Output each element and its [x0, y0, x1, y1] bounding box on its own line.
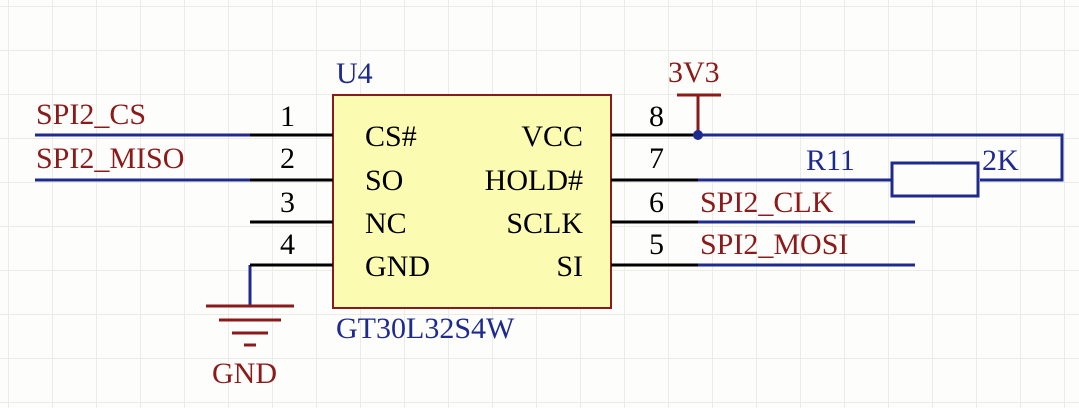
pin-number: 8 [649, 100, 664, 133]
pin-number: 1 [280, 100, 295, 133]
resistor-designator: R11 [806, 144, 855, 177]
pin-number: 6 [649, 186, 664, 219]
chip-designator: U4 [336, 57, 373, 90]
pin-name: GND [365, 250, 430, 283]
pin-left-2[interactable]: 2 SO [250, 142, 403, 197]
pin-left-1[interactable]: 1 CS# [250, 100, 417, 153]
pin-left-3[interactable]: 3 NC [250, 186, 407, 240]
pin-right-8[interactable]: 8 VCC [521, 100, 698, 153]
net-label-spi2-miso[interactable]: SPI2_MISO [36, 142, 184, 175]
pin-number: 3 [280, 186, 295, 219]
pin-name: SI [556, 250, 583, 283]
resistor-value: 2K [982, 144, 1019, 177]
power-label: 3V3 [668, 56, 720, 89]
pin-number: 7 [649, 142, 664, 175]
ground-symbol[interactable]: GND [206, 304, 294, 390]
pin-right-6[interactable]: 6 SCLK [506, 186, 698, 240]
pin-name: VCC [521, 120, 583, 153]
pin-name: SO [365, 164, 403, 197]
chip-body[interactable] [332, 94, 612, 309]
ground-label: GND [212, 357, 277, 390]
power-port-3v3[interactable]: 3V3 [668, 56, 721, 135]
resistor-body[interactable] [890, 161, 980, 198]
net-label-spi2-clk[interactable]: SPI2_CLK [700, 186, 834, 219]
pin-left-4[interactable]: 4 GND [250, 228, 430, 283]
pin-right-5[interactable]: 5 SI [556, 228, 698, 283]
chip-part-number: GT30L32S4W [336, 312, 515, 345]
pin-right-7[interactable]: 7 HOLD# [485, 142, 698, 197]
pin-name: CS# [365, 120, 417, 153]
wire-vcc-rail [698, 133, 1064, 182]
junction-dot [693, 130, 703, 140]
pin-name: SCLK [506, 207, 583, 240]
net-label-spi2-cs[interactable]: SPI2_CS [36, 98, 146, 131]
pin-number: 5 [649, 228, 664, 261]
pin-name: HOLD# [485, 164, 583, 197]
pin-number: 4 [280, 228, 295, 261]
pin-name: NC [365, 207, 407, 240]
net-label-spi2-mosi[interactable]: SPI2_MOSI [700, 228, 848, 261]
pin-number: 2 [280, 142, 295, 175]
